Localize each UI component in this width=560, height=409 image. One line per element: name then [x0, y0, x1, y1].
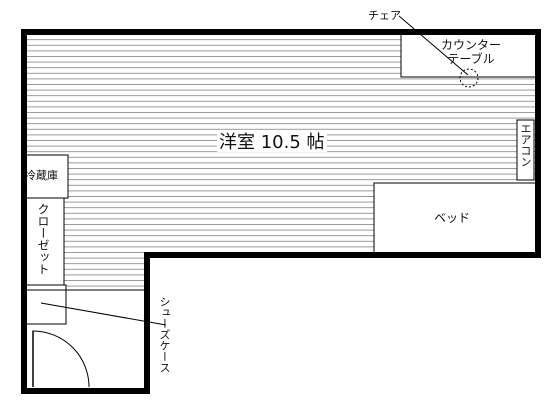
closet [23, 197, 65, 286]
outer-wall [21, 29, 541, 394]
aircon-unit [516, 119, 535, 181]
room-name: 洋室 10.5 帖 [217, 132, 327, 153]
bed-label: ベッド [434, 211, 471, 225]
chair-circle [459, 68, 479, 88]
aircon-label: エアコン [519, 123, 532, 167]
counter-table-label: カウンター テーブル [441, 38, 502, 66]
shoe-case [23, 284, 67, 325]
closet-label: クローゼット [36, 203, 50, 275]
shoe-case-label: シューズケース [158, 296, 171, 373]
fridge-label: 冷蔵庫 [25, 169, 58, 182]
fridge [23, 154, 69, 199]
chair-leader-line [398, 15, 469, 76]
bed [373, 182, 539, 256]
chair-label: チェア [368, 9, 401, 22]
entrance-door [32, 330, 90, 388]
counter-table [400, 31, 539, 78]
